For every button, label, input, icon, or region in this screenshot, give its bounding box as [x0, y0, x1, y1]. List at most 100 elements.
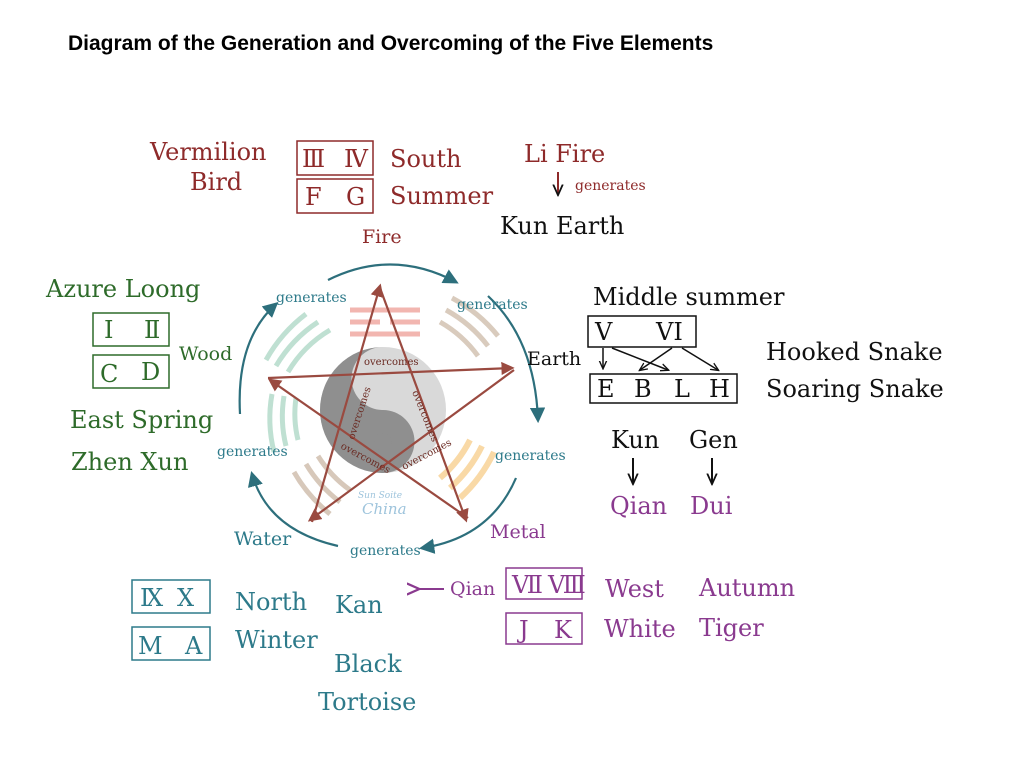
generates-label-right: generates	[495, 448, 566, 464]
east-numeral-2: Ⅱ	[144, 316, 160, 344]
west-numeral-1: Ⅶ	[511, 571, 543, 599]
north-direction: North	[235, 588, 307, 616]
generates-label-top-left: generates	[276, 290, 347, 306]
west-direction: West	[605, 575, 664, 603]
west-animal: Tiger	[699, 614, 764, 642]
arrow-metal-to-water	[418, 477, 518, 554]
watermark: Sun Soite China	[358, 491, 407, 518]
north-letter-1: M	[138, 632, 163, 660]
star-water-to-fire	[310, 283, 384, 523]
center-animal-line1: Hooked Snake	[766, 338, 943, 366]
watermark-top: Sun Soite	[358, 491, 402, 501]
south-numeral-box	[296, 140, 374, 176]
center-numeral-1: V	[594, 318, 613, 346]
south-season: Summer	[390, 182, 494, 210]
li-source: Li Fire	[524, 140, 605, 168]
star-fire-to-metal	[378, 287, 469, 523]
west-letter-2: K	[554, 616, 573, 644]
center-block: Middle summer V VI E B L H Hooked Snake …	[587, 283, 944, 520]
generates-labels: generates generates generates generates …	[217, 290, 566, 559]
north-letter-box	[131, 626, 211, 661]
trigram-fire-arcs	[350, 307, 420, 337]
star-earth-to-water	[307, 369, 515, 522]
center-trigram-a: Kun	[611, 426, 659, 454]
north-numeral-2: X	[177, 584, 194, 612]
east-animal: Azure Loong	[45, 275, 200, 303]
center-animal-line2: Soaring Snake	[766, 375, 944, 403]
watermark-bottom: China	[362, 500, 407, 518]
east-letter-2: D	[141, 358, 160, 386]
arrow-earth-to-metal	[487, 295, 546, 424]
west-letter-1: J	[516, 616, 529, 644]
south-numeral-1: Ⅲ	[302, 145, 325, 173]
west-numeral-2: Ⅷ	[547, 571, 586, 599]
center-letter-3: L	[674, 375, 690, 403]
east-block: Azure Loong I Ⅱ C D East Spring Zhen Xun	[45, 275, 213, 476]
center-title: Middle summer	[593, 283, 785, 311]
south-numeral-2: Ⅳ	[344, 145, 369, 173]
south-block: Vermilion Bird Ⅲ Ⅳ F G South Summer	[149, 138, 494, 214]
generates-label-top-right: generates	[457, 297, 528, 313]
page-title: Diagram of the Generation and Overcoming…	[68, 32, 713, 55]
north-animal-line1: Black	[334, 650, 402, 678]
center-numeral-2: VI	[655, 318, 683, 346]
north-animal-line2: Tortoise	[318, 688, 416, 716]
overcomes-label-1: overcomes	[364, 357, 419, 368]
li-block: Li Fire generates Kun Earth	[500, 140, 646, 240]
element-fire: Fire	[362, 226, 402, 248]
east-letter-box	[92, 354, 170, 389]
north-letter-2: A	[184, 632, 203, 660]
generates-label-left: generates	[217, 444, 288, 460]
east-numeral-box	[92, 312, 170, 347]
south-animal-line1: Vermilion	[149, 138, 267, 166]
north-season: Winter	[235, 626, 318, 654]
center-letter-4: H	[709, 375, 730, 403]
arrow-wood-to-fire	[238, 301, 279, 415]
star-metal-to-wood	[267, 378, 469, 519]
east-trigrams: Zhen Xun	[71, 448, 188, 476]
element-metal: Metal	[490, 521, 546, 543]
south-direction: South	[390, 145, 461, 173]
north-block: Ⅸ X M A North Winter Kan Black Tortoise	[131, 579, 416, 716]
west-arrow-label: Qian	[450, 578, 495, 600]
south-animal-line2: Bird	[190, 168, 242, 196]
center-letter-1: E	[597, 375, 615, 403]
li-verb: generates	[575, 178, 646, 194]
west-letter-box	[505, 612, 583, 645]
trigram-metal-arcs	[438, 438, 497, 501]
center-trigram-b: Gen	[689, 426, 738, 454]
element-water: Water	[234, 528, 292, 550]
trigram-earth-arcs	[438, 295, 500, 358]
arrow-water-to-wood	[247, 471, 339, 548]
north-numeral-1: Ⅸ	[140, 584, 164, 612]
overcoming-star	[267, 283, 515, 523]
center-letter-box	[589, 373, 738, 404]
north-trigram: Kan	[335, 591, 383, 619]
generation-cycle	[238, 263, 546, 554]
li-target: Kun Earth	[500, 212, 624, 240]
west-block: Qian Ⅶ Ⅷ J K West White Autumn Tiger	[418, 567, 795, 645]
south-letter-2: G	[346, 183, 365, 211]
element-wood: Wood	[179, 343, 232, 365]
center-numeral-box	[587, 315, 697, 348]
east-numeral-1: I	[104, 316, 113, 344]
center-result-b: Dui	[690, 492, 733, 520]
west-numeral-box	[505, 567, 583, 600]
south-letter-box	[296, 178, 374, 214]
trigram-wood-arcs	[263, 312, 332, 453]
south-letter-1: F	[305, 183, 322, 211]
star-wood-to-earth	[267, 361, 515, 380]
center-arrows	[603, 347, 718, 370]
element-earth: Earth	[527, 348, 581, 370]
west-season: Autumn	[698, 574, 795, 602]
center-letter-2: B	[634, 375, 652, 403]
center-result-a: Qian	[610, 492, 667, 520]
element-names: Fire Wood Earth Metal Water	[179, 226, 581, 550]
east-direction-season: East Spring	[70, 406, 213, 434]
west-color: White	[604, 615, 676, 643]
north-numeral-box	[131, 579, 211, 614]
arrow-fire-to-earth	[327, 263, 459, 284]
east-letter-1: C	[100, 360, 118, 388]
